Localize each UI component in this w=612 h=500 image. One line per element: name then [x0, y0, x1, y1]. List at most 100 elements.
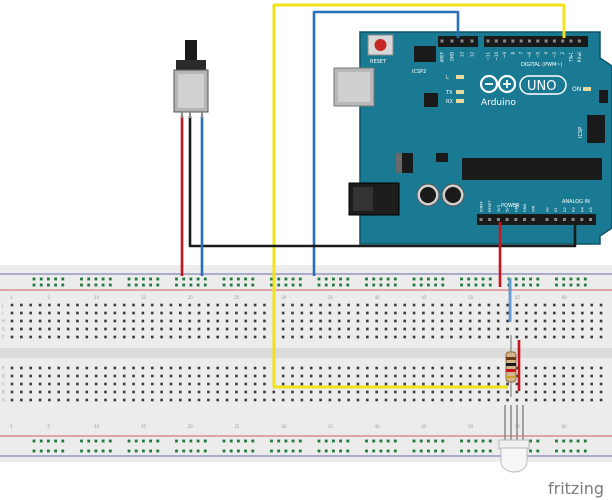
header-pin — [552, 39, 556, 43]
terminal-hole — [216, 327, 219, 331]
rail-hole — [298, 439, 302, 443]
terminal-hole — [38, 390, 42, 394]
terminal-hole — [235, 398, 238, 402]
brand-label: Arduino — [481, 98, 516, 108]
rail-hole — [583, 283, 587, 287]
terminal-hole — [48, 382, 51, 386]
terminal-hole — [422, 335, 425, 339]
pin-label: 7 — [519, 52, 524, 55]
rail-hole — [569, 277, 573, 281]
header-pin — [523, 218, 526, 221]
terminal-hole — [468, 311, 472, 315]
terminal-hole — [57, 319, 61, 323]
rail-hole — [244, 277, 247, 281]
rail-hole — [562, 277, 566, 281]
column-number: 1 — [10, 424, 13, 429]
terminal-hole — [225, 382, 229, 386]
terminal-hole — [459, 366, 463, 370]
rail-hole — [203, 449, 207, 453]
terminal-hole — [197, 374, 201, 378]
row-letter: G — [2, 327, 5, 332]
terminal-hole — [309, 303, 313, 307]
terminal-hole — [375, 374, 378, 378]
terminal-hole — [384, 374, 388, 378]
terminal-hole — [188, 390, 191, 394]
column-number: 40 — [375, 295, 381, 300]
terminal-hole — [253, 390, 257, 394]
terminal-hole — [581, 303, 584, 307]
terminal-hole — [48, 366, 51, 370]
rail-hole — [569, 439, 573, 443]
terminal-hole — [281, 335, 285, 339]
terminal-hole — [366, 382, 369, 386]
rail-hole — [134, 449, 138, 453]
terminal-hole — [524, 374, 528, 378]
terminal-hole — [534, 327, 537, 331]
terminal-hole — [235, 374, 238, 378]
rail-hole — [460, 449, 463, 453]
column-number: 35 — [328, 295, 334, 300]
terminal-hole — [599, 335, 603, 339]
terminal-hole — [412, 398, 416, 402]
terminal-hole — [534, 335, 537, 339]
pin-label: RESET — [488, 200, 492, 212]
pin-label: GND — [514, 204, 518, 212]
rail-hole — [134, 277, 138, 281]
terminal-hole — [581, 374, 584, 378]
header-pin — [544, 39, 548, 43]
rail-hole — [460, 439, 463, 443]
terminal-hole — [104, 335, 107, 339]
terminal-hole — [412, 366, 416, 370]
terminal-hole — [309, 311, 313, 315]
terminal-hole — [394, 319, 397, 323]
terminal-hole — [66, 382, 70, 386]
rail-hole — [346, 277, 350, 281]
terminal-hole — [506, 319, 509, 323]
terminal-hole — [450, 390, 453, 394]
terminal-hole — [141, 374, 145, 378]
terminal-hole — [496, 319, 500, 323]
terminal-hole — [207, 303, 210, 307]
terminal-hole — [347, 327, 350, 331]
terminal-hole — [562, 366, 565, 370]
terminal-hole — [366, 335, 369, 339]
pot-face — [178, 74, 204, 108]
terminal-hole — [216, 311, 219, 315]
terminal-hole — [562, 327, 565, 331]
terminal-hole — [207, 374, 210, 378]
terminal-hole — [543, 382, 547, 386]
led-rx-label: RX — [446, 99, 453, 105]
terminal-hole — [207, 382, 210, 386]
terminal-hole — [300, 398, 304, 402]
rail-hole — [419, 439, 423, 443]
rail-hole — [419, 283, 423, 287]
rail-hole — [488, 277, 492, 281]
terminal-hole — [562, 311, 565, 315]
rail-hole — [229, 277, 233, 281]
rail-hole — [555, 439, 558, 443]
voltage-regulator — [401, 153, 413, 173]
terminal-hole — [207, 390, 210, 394]
rail-hole — [474, 277, 478, 281]
terminal-hole — [20, 303, 23, 307]
terminal-hole — [263, 390, 266, 394]
header-pin — [486, 39, 490, 43]
rail-hole — [372, 283, 376, 287]
terminal-hole — [225, 398, 229, 402]
terminal-hole — [571, 398, 575, 402]
terminal-hole — [571, 311, 575, 315]
terminal-hole — [496, 366, 500, 370]
rail-hole — [134, 283, 138, 287]
rail-hole — [244, 449, 247, 453]
rail-hole — [514, 283, 518, 287]
terminal-hole — [141, 398, 145, 402]
terminal-hole — [496, 374, 500, 378]
rail-hole — [514, 277, 518, 281]
terminal-hole — [216, 382, 219, 386]
terminal-hole — [235, 382, 238, 386]
rail-hole — [441, 439, 445, 443]
rail-hole — [237, 449, 240, 453]
terminal-hole — [309, 390, 313, 394]
led-dome — [500, 447, 528, 473]
